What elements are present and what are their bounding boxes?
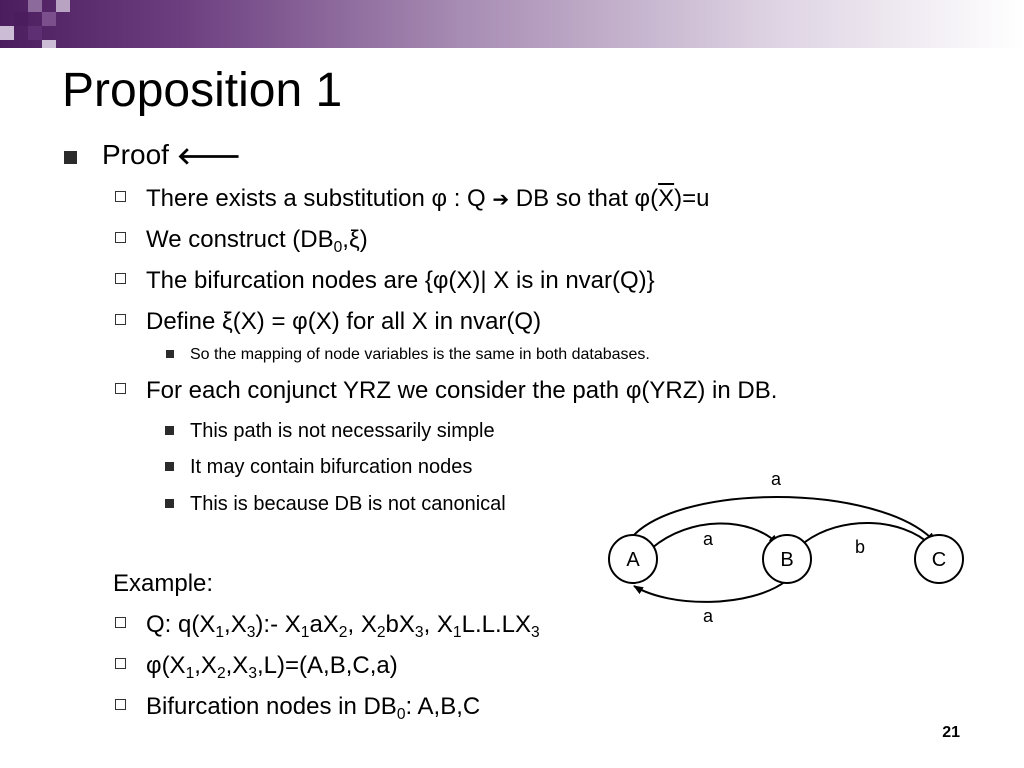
node-c: [914, 534, 964, 584]
detail-item: This is because DB is not canonical: [0, 491, 1024, 517]
subbullet-define: Define ξ(X) = φ(X) for all X in nvar(Q): [0, 307, 1024, 337]
node-label-b: B: [780, 549, 793, 571]
example-substitution: φ(X1,X2,X3,L)=(A,B,C,a): [0, 651, 1024, 681]
example-graph-diagram: A B C a a b a: [608, 469, 964, 626]
decor-square: [42, 40, 56, 48]
subbullet-construct: We construct (DB0,ξ): [0, 225, 1024, 255]
detail-mapping: So the mapping of node variables is the …: [0, 344, 1024, 366]
detail-text: So the mapping of node variables is the …: [190, 346, 650, 363]
decor-square: [56, 0, 70, 12]
subbullet-conjunct: For each conjunct YRZ we consider the pa…: [0, 376, 1024, 406]
detail-text: It may contain bifurcation nodes: [190, 456, 473, 478]
node-a: [608, 534, 658, 584]
hollow-square-bullet-icon: [115, 617, 126, 628]
hollow-square-bullet-icon: [115, 232, 126, 243]
hollow-square-bullet-icon: [115, 699, 126, 710]
edge-label-b-to-a: a: [703, 606, 714, 626]
subbullet-text: The bifurcation nodes are {φ(X)| X is in…: [146, 267, 655, 294]
example-text: Bifurcation nodes in DB0: A,B,C: [146, 693, 481, 723]
square-bullet-icon: [165, 499, 174, 508]
decor-square: [28, 26, 42, 40]
decor-square: [0, 26, 14, 40]
hollow-square-bullet-icon: [115, 658, 126, 669]
example-bifurcation: Bifurcation nodes in DB0: A,B,C: [0, 692, 1024, 722]
proof-label: Proof: [102, 139, 169, 170]
vector-x: X: [658, 185, 675, 212]
node-b: [762, 534, 812, 584]
decor-square: [14, 12, 28, 26]
subbullet-text: We construct (DB0,ξ): [146, 226, 368, 256]
header-gradient-bar: [0, 0, 1024, 48]
hollow-square-bullet-icon: [115, 191, 126, 202]
subbullet-substitution: There exists a substitution φ : Q ➔ DB s…: [0, 184, 1024, 214]
edge-b-to-c: [804, 522, 933, 547]
edge-a-to-c: [627, 496, 936, 543]
edge-label-a-to-c: a: [771, 469, 782, 489]
subbullet-text: Define ξ(X) = φ(X) for all X in nvar(Q): [146, 308, 542, 335]
subbullet-text: There exists a substitution φ : Q ➔ DB s…: [146, 185, 710, 212]
left-arrow-icon: 🡐: [176, 142, 242, 170]
edge-label-b-to-c: b: [855, 537, 865, 557]
hollow-square-bullet-icon: [115, 383, 126, 394]
detail-text: This is because DB is not canonical: [190, 493, 506, 515]
proof-text: Proof 🡐: [102, 138, 241, 173]
example-text: Q: q(X1,X3):- X1aX2, X2bX3, X1L.L.LX3: [146, 611, 540, 641]
square-bullet-icon: [165, 462, 174, 471]
example-label: Example:: [113, 570, 214, 597]
subbullet-text: For each conjunct YRZ we consider the pa…: [146, 377, 778, 404]
example-text: φ(X1,X2,X3,L)=(A,B,C,a): [146, 652, 398, 682]
bullet-proof: Proof 🡐: [0, 138, 1024, 172]
page-number: 21: [942, 724, 960, 741]
hollow-square-bullet-icon: [115, 314, 126, 325]
decor-square: [42, 12, 56, 26]
edge-a-to-b: [651, 522, 779, 549]
edge-b-to-a: [633, 580, 787, 603]
square-bullet-icon: [64, 151, 77, 164]
square-bullet-icon: [166, 350, 174, 358]
edge-label-a-to-b: a: [703, 529, 714, 549]
slide-title: Proposition 1: [62, 64, 343, 117]
detail-item: It may contain bifurcation nodes: [0, 454, 1024, 480]
example-query: Q: q(X1,X3):- X1aX2, X2bX3, X1L.L.LX3: [0, 610, 620, 640]
node-label-c: C: [932, 549, 946, 571]
subbullet-bifurcation: The bifurcation nodes are {φ(X)| X is in…: [0, 266, 1024, 296]
square-bullet-icon: [165, 426, 174, 435]
hollow-square-bullet-icon: [115, 273, 126, 284]
node-label-a: A: [626, 549, 640, 571]
detail-text: This path is not necessarily simple: [190, 420, 495, 442]
detail-item: This path is not necessarily simple: [0, 418, 1024, 444]
decor-square: [28, 0, 42, 12]
right-arrow-icon: ➔: [492, 187, 510, 211]
